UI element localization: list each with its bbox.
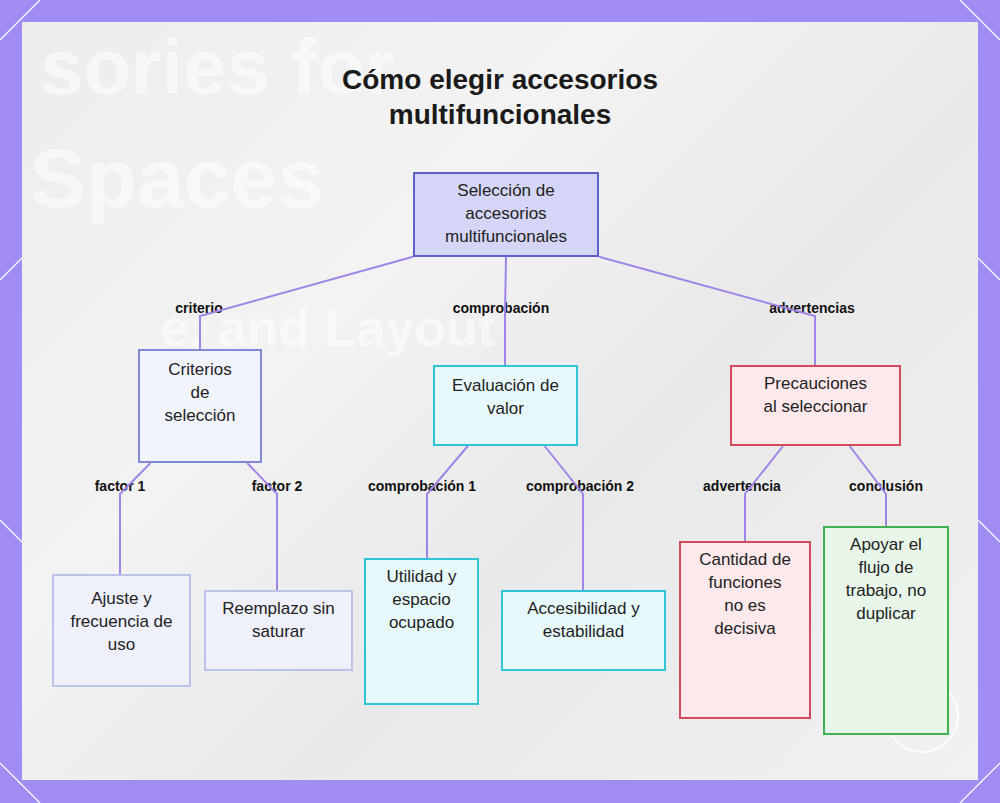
connector-line <box>505 257 506 365</box>
concept-box: Reemplazo sin saturar <box>204 590 353 671</box>
connector-line <box>247 463 277 590</box>
watermark-text: Spaces <box>30 130 324 227</box>
edge-label: conclusión <box>849 478 923 494</box>
concept-box: Ajuste y frecuencia de uso <box>52 574 191 687</box>
concept-box: Utilidad y espacio ocupado <box>364 558 479 705</box>
box-text: Apoyar el flujo de trabajo, no duplicar <box>843 534 929 626</box>
connector-line <box>599 257 815 365</box>
concept-box: Selección de accesorios multifuncionales <box>413 172 599 257</box>
connector-line <box>427 446 468 558</box>
concept-box: Criterios de selección <box>138 349 262 463</box>
concept-box: Cantidad de funciones no es decisiva <box>679 541 811 719</box>
connector-line <box>745 446 783 541</box>
box-text: Precauciones al seleccionar <box>762 373 869 419</box>
edge-label: factor 2 <box>252 478 303 494</box>
box-text: Utilidad y espacio ocupado <box>376 566 467 635</box>
edge-label: advertencia <box>703 478 781 494</box>
edge-label: comprobación <box>453 300 549 316</box>
box-text: Accesibilidad y estabilidad <box>513 598 654 644</box>
connector-line <box>545 446 583 590</box>
box-text: Criterios de selección <box>162 359 238 428</box>
edge-label: factor 1 <box>95 478 146 494</box>
connector-line <box>850 446 886 526</box>
connector-line <box>200 257 413 349</box>
box-text: Cantidad de funciones no es decisiva <box>699 549 791 641</box>
concept-box: Accesibilidad y estabilidad <box>501 590 666 671</box>
box-text: Selección de accesorios multifuncionales <box>425 180 587 249</box>
concept-box: Evaluación de valor <box>433 365 578 446</box>
concept-box: Apoyar el flujo de trabajo, no duplicar <box>823 526 949 735</box>
diagram-title: Cómo elegir accesorios multifuncionales <box>250 62 750 132</box>
concept-box: Precauciones al seleccionar <box>730 365 901 446</box>
box-text: Evaluación de valor <box>447 375 564 421</box>
box-text: Reemplazo sin saturar <box>218 598 339 644</box>
edge-label: comprobación 1 <box>368 478 476 494</box>
connector-line <box>120 463 150 574</box>
box-text: Ajuste y frecuencia de uso <box>66 588 177 657</box>
edge-label: criterio <box>175 300 222 316</box>
